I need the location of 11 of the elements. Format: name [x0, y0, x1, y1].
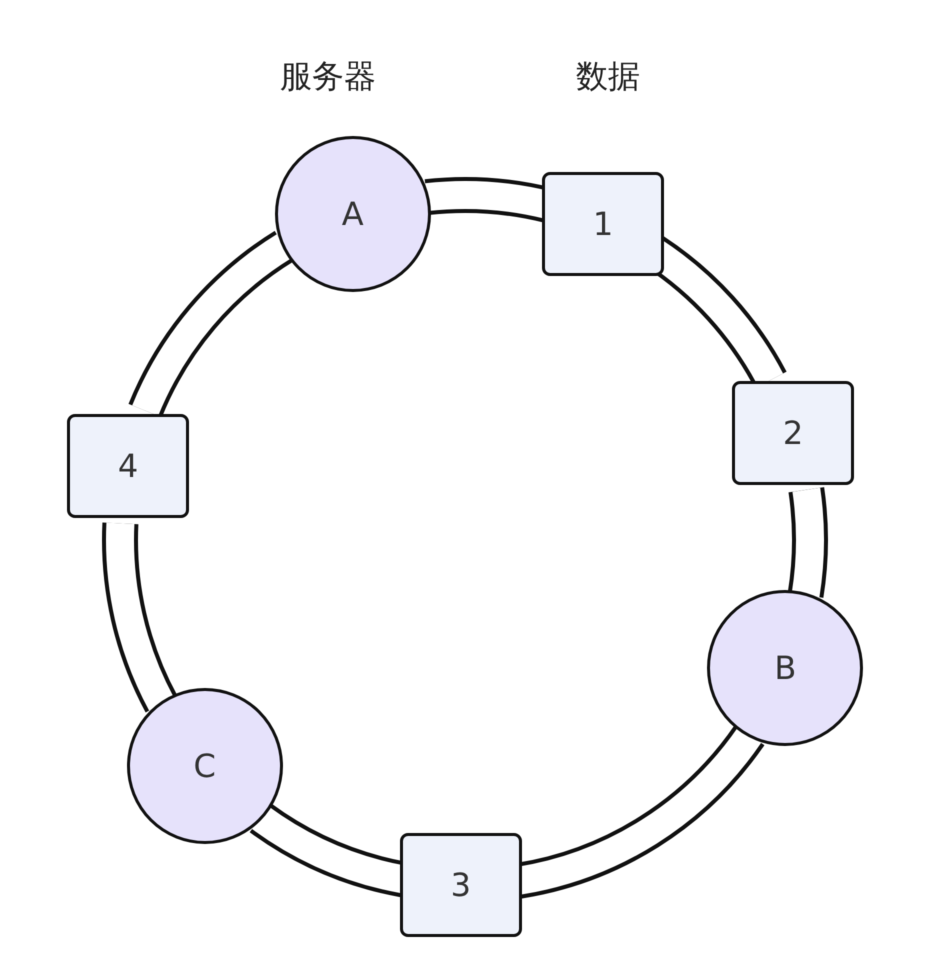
data-box: 4 [67, 414, 190, 518]
data-box: 2 [732, 381, 854, 486]
ring-connector [102, 523, 178, 712]
data-box: 1 [542, 172, 664, 276]
server-circle: C [126, 688, 283, 844]
server-circle: A [274, 136, 431, 292]
data-box: 3 [400, 832, 522, 937]
ring-connector [788, 488, 828, 598]
column-heading: 服务器 [280, 56, 376, 97]
server-circle: B [707, 590, 864, 746]
column-heading: 数据 [576, 56, 640, 97]
